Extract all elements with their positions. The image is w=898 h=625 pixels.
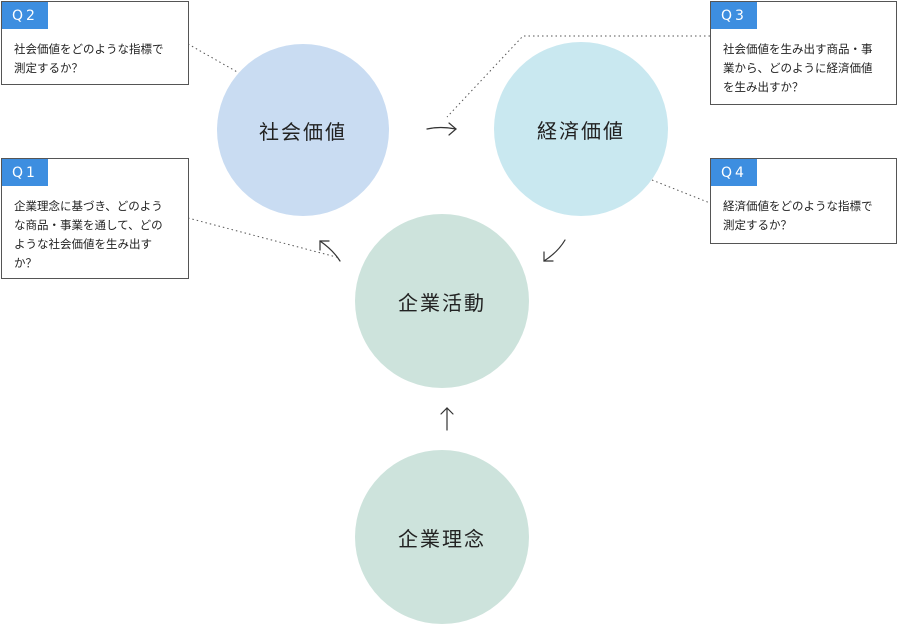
social-value-circle: 社会価値 [217,44,389,216]
economic-value-circle: 経済価値 [494,42,668,216]
q3-connector [446,35,710,118]
corporate-philosophy-label: 企業理念 [398,526,486,551]
q1-text-line: な商品・事業を通して、どの [14,218,163,232]
social-value-label: 社会価値 [259,119,347,144]
question-box-q3: Q3 社会価値を生み出す商品・事業から、どのように経済価値を生み出すか？ [710,1,897,105]
q1-badge: Q1 [2,159,48,186]
business-activity-label: 企業活動 [398,290,486,315]
arrow-up-icon [440,407,454,431]
economic-value-label: 経済価値 [537,118,625,143]
q1-text-line: 企業理念に基づき、どのよう [14,199,163,213]
q3-text-line: 社会価値を生み出す商品・事 [723,42,873,56]
q3-text-line: 業から、どのように経済価値 [723,61,873,75]
q1-text-line: か？ [14,256,37,270]
arrow-down-left-icon [543,239,566,262]
q2-connector [187,43,247,78]
question-box-q1: Q1 企業理念に基づき、どのような商品・事業を通して、どのような社会価値を生み出… [1,158,189,279]
question-box-q4: Q4 経済価値をどのような指標で測定するか？ [710,158,897,244]
q3-badge: Q3 [711,2,757,29]
arrow-right-icon [426,122,457,136]
q4-connector [651,179,711,204]
q4-text-line: 経済価値をどのような指標で [723,199,873,213]
business-activity-circle: 企業活動 [355,214,529,388]
q2-text-line: 社会価値をどのような指標で [14,42,164,56]
corporate-philosophy-circle: 企業理念 [355,450,529,624]
q2-badge: Q2 [2,2,48,29]
arrow-up-left-icon [319,240,341,262]
q4-badge: Q4 [711,159,757,186]
question-box-q2: Q2 社会価値をどのような指標で測定するか？ [1,1,189,85]
q4-text-line: 測定するか？ [723,218,792,232]
q1-connector [187,217,341,259]
q2-text-line: 測定するか？ [14,61,83,75]
q3-text-line: を生み出すか？ [723,80,804,94]
q1-text-line: ような社会価値を生み出す [14,237,152,251]
